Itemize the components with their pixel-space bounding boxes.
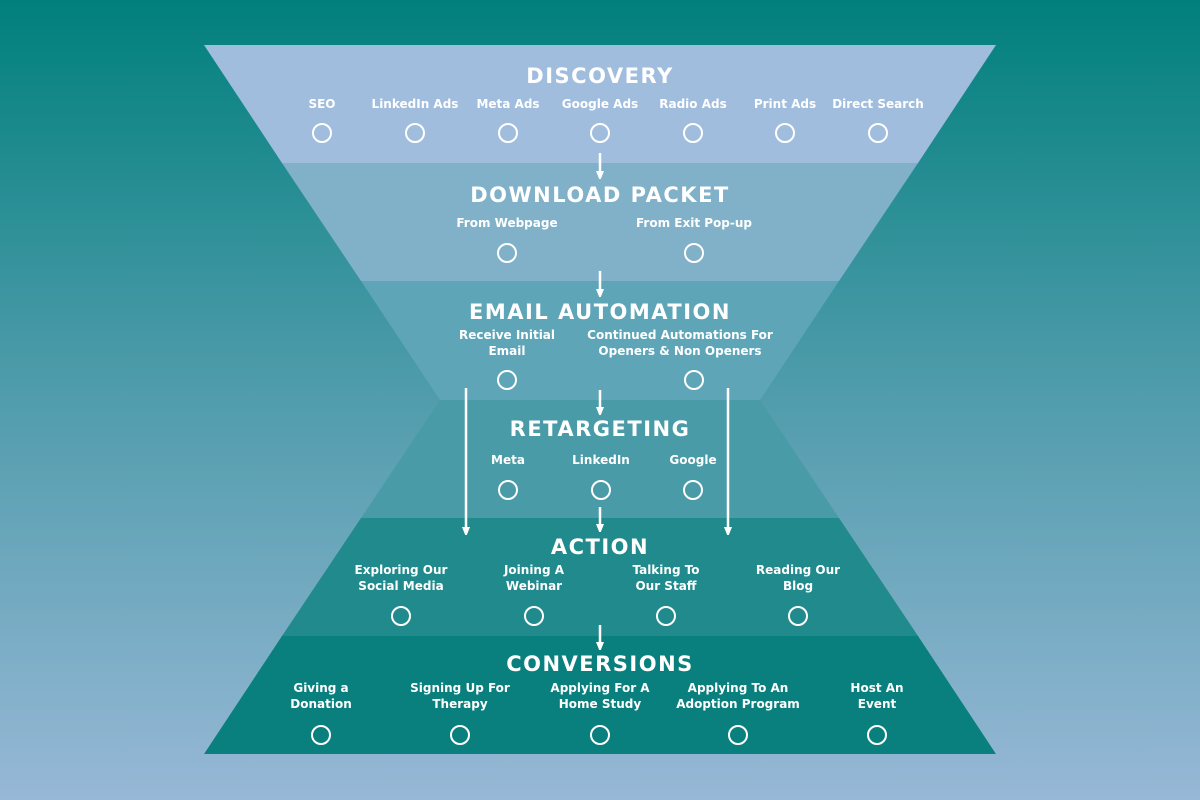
item-label: Exploring Our Social Media [354,563,448,593]
item-label: From Webpage [456,216,558,230]
stage-title: RETARGETING [509,417,691,441]
item-circle [656,606,676,626]
item-label: Reading Our Blog [755,563,841,593]
item-circle [775,123,795,143]
item-circle [590,123,610,143]
stage-title: DOWNLOAD PACKET [470,183,730,207]
item-circle [683,480,703,500]
item-label: LinkedIn [572,453,630,467]
item-circle [590,725,610,745]
item-circle [311,725,331,745]
item-label: Signing Up For Therapy [410,681,510,711]
item-circle [684,370,704,390]
item-circle [788,606,808,626]
item-label: Host An Event [850,681,904,711]
item-label: Continued Automations For Openers & Non … [587,328,773,358]
item-circle [591,480,611,500]
item-circle [405,123,425,143]
item-label: Google [669,453,717,467]
item-circle [683,123,703,143]
item-circle [524,606,544,626]
stage-title: ACTION [550,535,650,559]
item-circle [498,123,518,143]
item-circle [728,725,748,745]
item-label: Joining A Webinar [503,563,565,593]
band-conversions [204,636,996,754]
item-label: Meta Ads [476,97,540,111]
item-label: Radio Ads [659,97,727,111]
band-email-automation [361,281,839,400]
item-label: Direct Search [832,97,924,111]
band-action [282,518,918,636]
item-circle [867,725,887,745]
item-label: Meta [491,453,525,467]
item-circle [391,606,411,626]
stage-title: CONVERSIONS [506,652,694,676]
stage-title: DISCOVERY [526,64,674,88]
item-label: SEO [308,97,336,111]
item-label: Print Ads [753,97,817,111]
item-circle [312,123,332,143]
item-label: Giving a Donation [290,681,352,711]
band-discovery [204,45,996,163]
item-label: LinkedIn Ads [371,97,459,111]
item-label: From Exit Pop-up [636,216,752,230]
item-circle [868,123,888,143]
item-label: Applying For A Home Study [550,681,650,711]
item-circle [450,725,470,745]
item-label: Applying To An Adoption Program [676,681,800,711]
stage-title: EMAIL AUTOMATION [469,300,731,324]
item-label: Receive Initial Email [458,328,556,358]
item-circle [497,243,517,263]
band-retargeting [361,400,839,518]
item-label: Talking To Our Staff [632,563,700,593]
item-circle [497,370,517,390]
item-label: Google Ads [561,97,639,111]
item-circle [498,480,518,500]
item-circle [684,243,704,263]
band-download-packet [282,163,918,281]
